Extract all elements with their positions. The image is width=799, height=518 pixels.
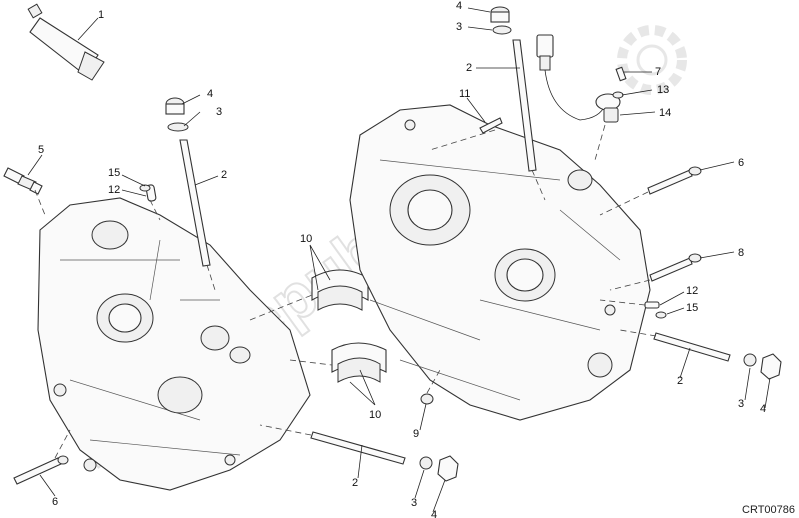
assembly-line-6-right xyxy=(599,191,649,216)
bearing-upper xyxy=(311,269,369,311)
assembly-line-12-left xyxy=(149,199,161,221)
right-crankcase-half xyxy=(349,104,651,421)
stud-right-lower xyxy=(653,332,782,380)
callout-4-top: 4 xyxy=(456,0,462,12)
callout-6-left: 6 xyxy=(52,496,58,508)
callout-labels: 1 2 4 3 5 15 12 10 10 4 3 2 11 7 13 14 6… xyxy=(38,0,766,518)
assembly-line-2-right xyxy=(619,329,657,337)
callout-4-left: 4 xyxy=(207,88,213,100)
callout-11: 11 xyxy=(459,88,470,100)
assembly-line-9 xyxy=(426,369,441,394)
callout-12-left: 12 xyxy=(108,184,120,196)
sealant-tube xyxy=(27,3,105,81)
stud-lower-center xyxy=(310,431,459,482)
callout-8: 8 xyxy=(738,247,744,259)
bearing-lower xyxy=(331,342,387,383)
callout-3-left: 3 xyxy=(216,106,222,118)
callout-15-right: 15 xyxy=(686,302,698,314)
assembly-line-stud-left xyxy=(206,264,216,291)
left-crankcase-half xyxy=(37,197,311,491)
dowel-left xyxy=(139,184,157,202)
leader-lines xyxy=(27,7,771,513)
assembly-line-bearings xyxy=(249,294,333,366)
callout-13: 13 xyxy=(657,84,669,96)
callout-2-lower: 2 xyxy=(352,477,358,489)
speed-sensor xyxy=(536,34,627,123)
bolt-6-left xyxy=(13,455,69,485)
callout-1: 1 xyxy=(98,9,104,21)
callout-10-lower: 10 xyxy=(369,409,381,421)
callout-14: 14 xyxy=(659,107,671,119)
callout-4-lower: 4 xyxy=(431,509,437,518)
callout-4-right: 4 xyxy=(760,403,766,415)
callout-3-top: 3 xyxy=(456,21,462,33)
bolt-8 xyxy=(649,253,702,282)
bolt-11 xyxy=(479,117,503,134)
assembly-line-5 xyxy=(34,189,46,216)
callout-6-right: 6 xyxy=(738,157,744,169)
callout-3-lower: 3 xyxy=(411,497,417,509)
callout-15-left: 15 xyxy=(108,167,120,179)
callout-2-left-upper: 2 xyxy=(221,169,227,181)
callout-9: 9 xyxy=(413,428,419,440)
o-ring-9 xyxy=(420,393,434,405)
stud-left-upper xyxy=(165,97,211,267)
bolt-6-right xyxy=(647,166,702,195)
callout-2-top: 2 xyxy=(466,62,472,74)
callout-10-upper: 10 xyxy=(300,233,312,245)
callout-5: 5 xyxy=(38,144,44,156)
callout-7: 7 xyxy=(655,66,661,78)
assembly-line-right-top xyxy=(429,129,546,201)
assembly-line-12-right xyxy=(599,299,646,306)
assembly-line-2-lower xyxy=(259,424,312,436)
callout-2-right: 2 xyxy=(677,375,683,387)
reference-code: CRT00786 xyxy=(742,504,795,516)
assembly-line-6-left xyxy=(54,429,71,459)
watermark-gear-icon xyxy=(617,25,687,95)
stud-right-upper xyxy=(490,6,537,172)
temperature-sensor xyxy=(3,167,43,195)
assembly-line-8 xyxy=(609,279,651,291)
callout-12-right: 12 xyxy=(686,285,698,297)
callout-3-right: 3 xyxy=(738,398,744,410)
assembly-line-sensor xyxy=(594,124,606,161)
dowel-right xyxy=(644,301,667,319)
